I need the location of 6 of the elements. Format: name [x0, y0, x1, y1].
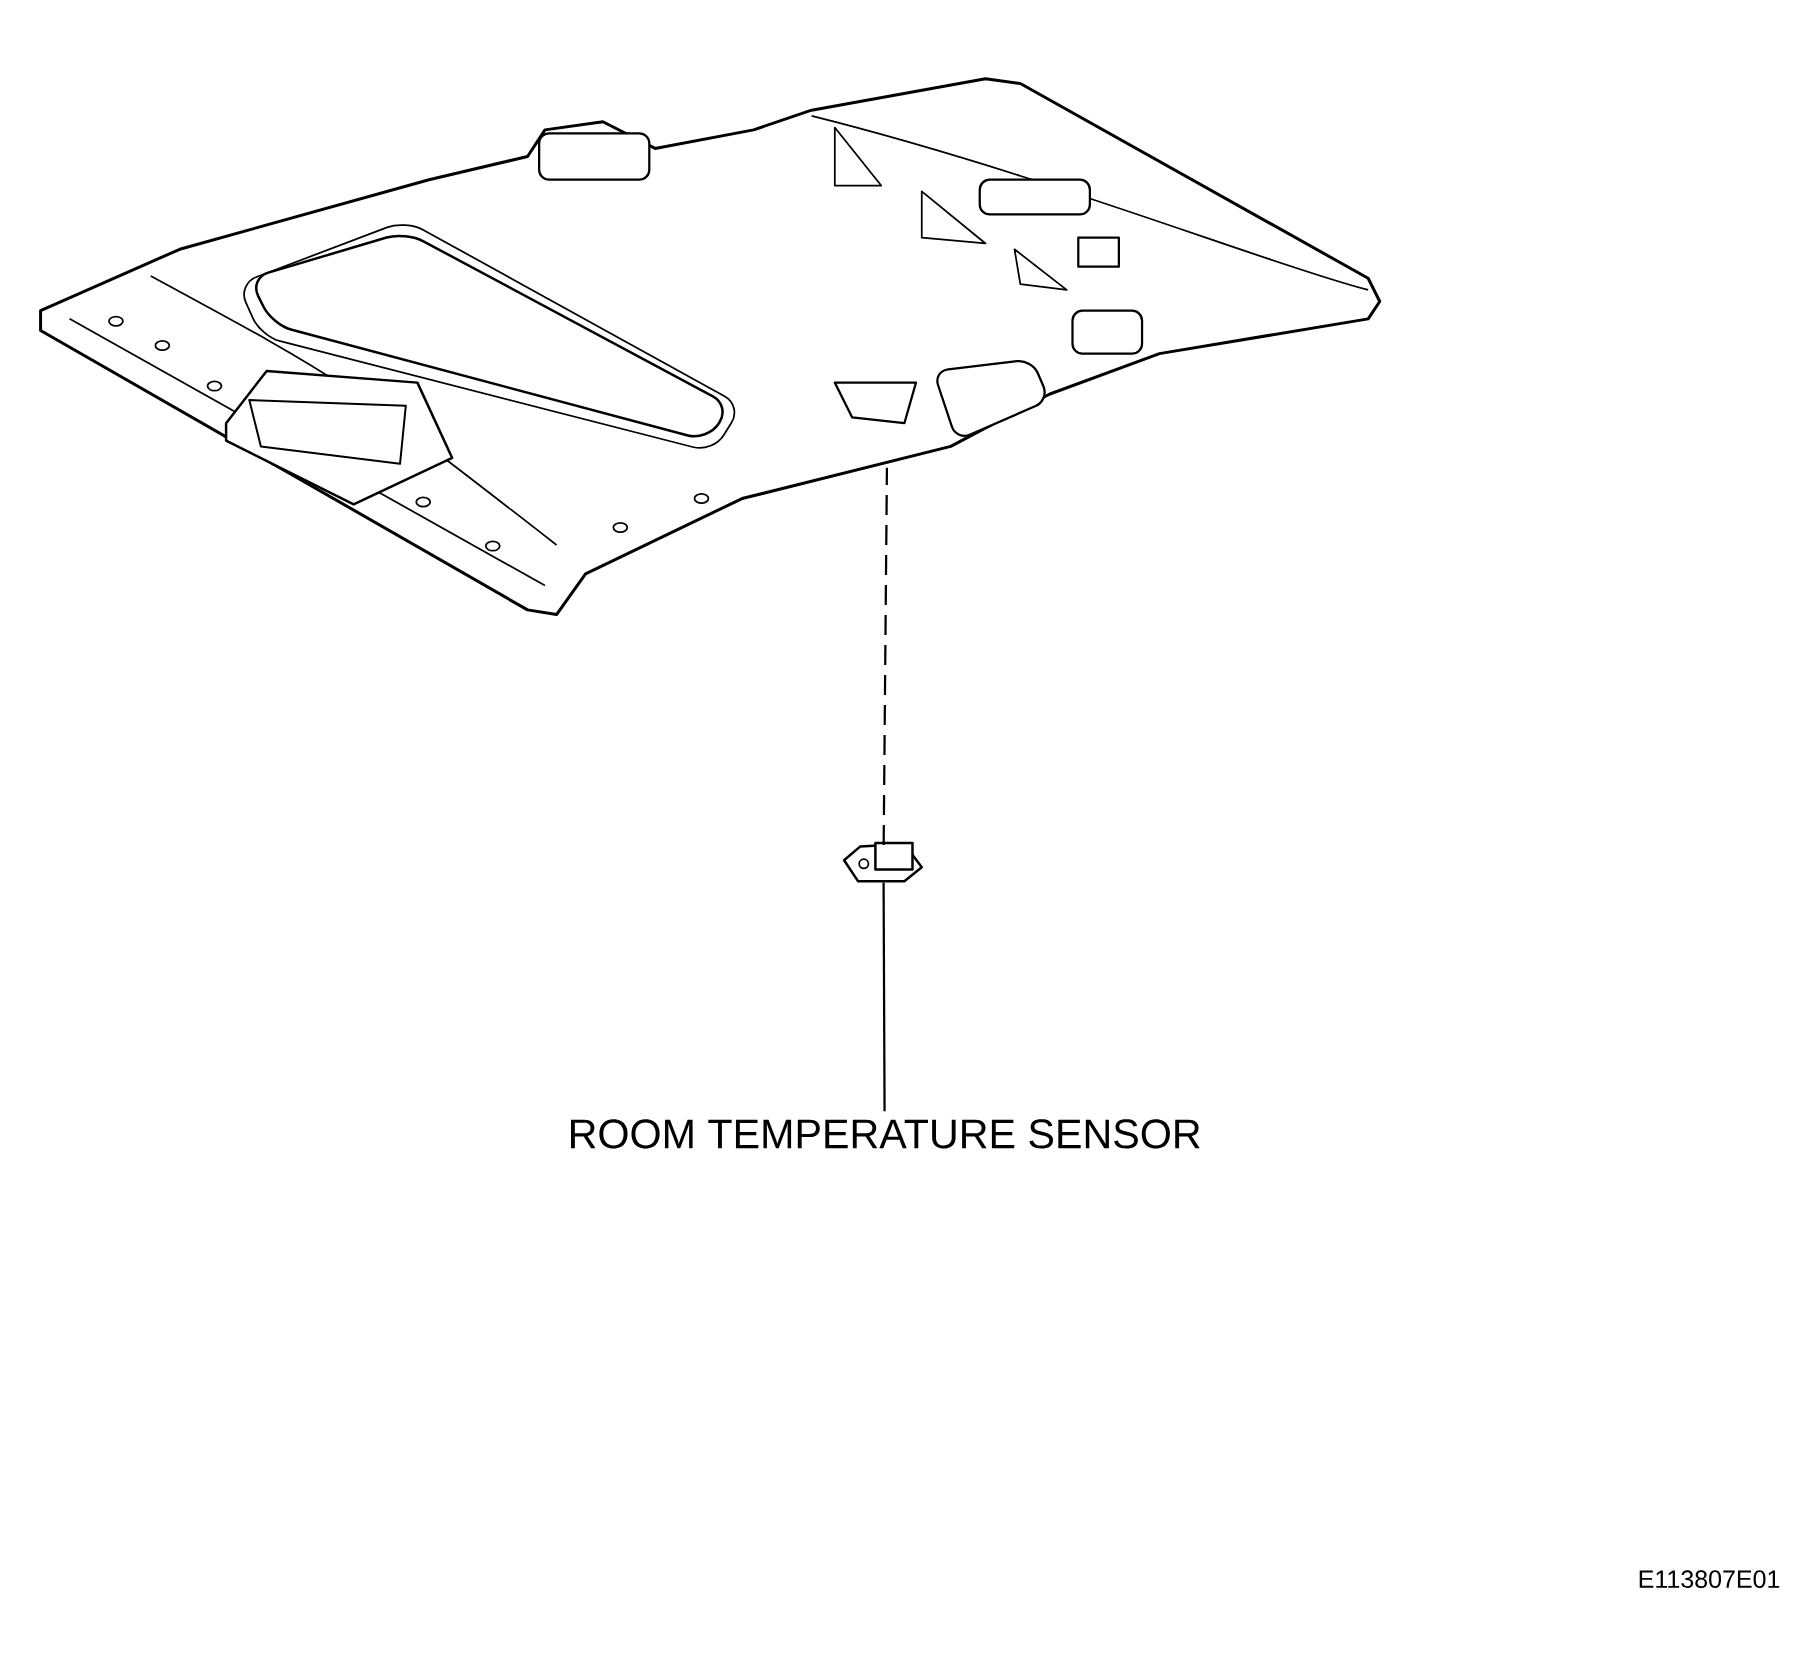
sensor-drawing — [842, 841, 923, 883]
figure-code: E113807E01 — [1639, 1570, 1780, 1588]
assembly-line — [882, 467, 889, 845]
leader-line — [882, 882, 886, 1112]
part-label: ROOM TEMPERATURE SENSOR — [571, 1119, 1200, 1149]
headliner-drawing — [39, 77, 1382, 616]
